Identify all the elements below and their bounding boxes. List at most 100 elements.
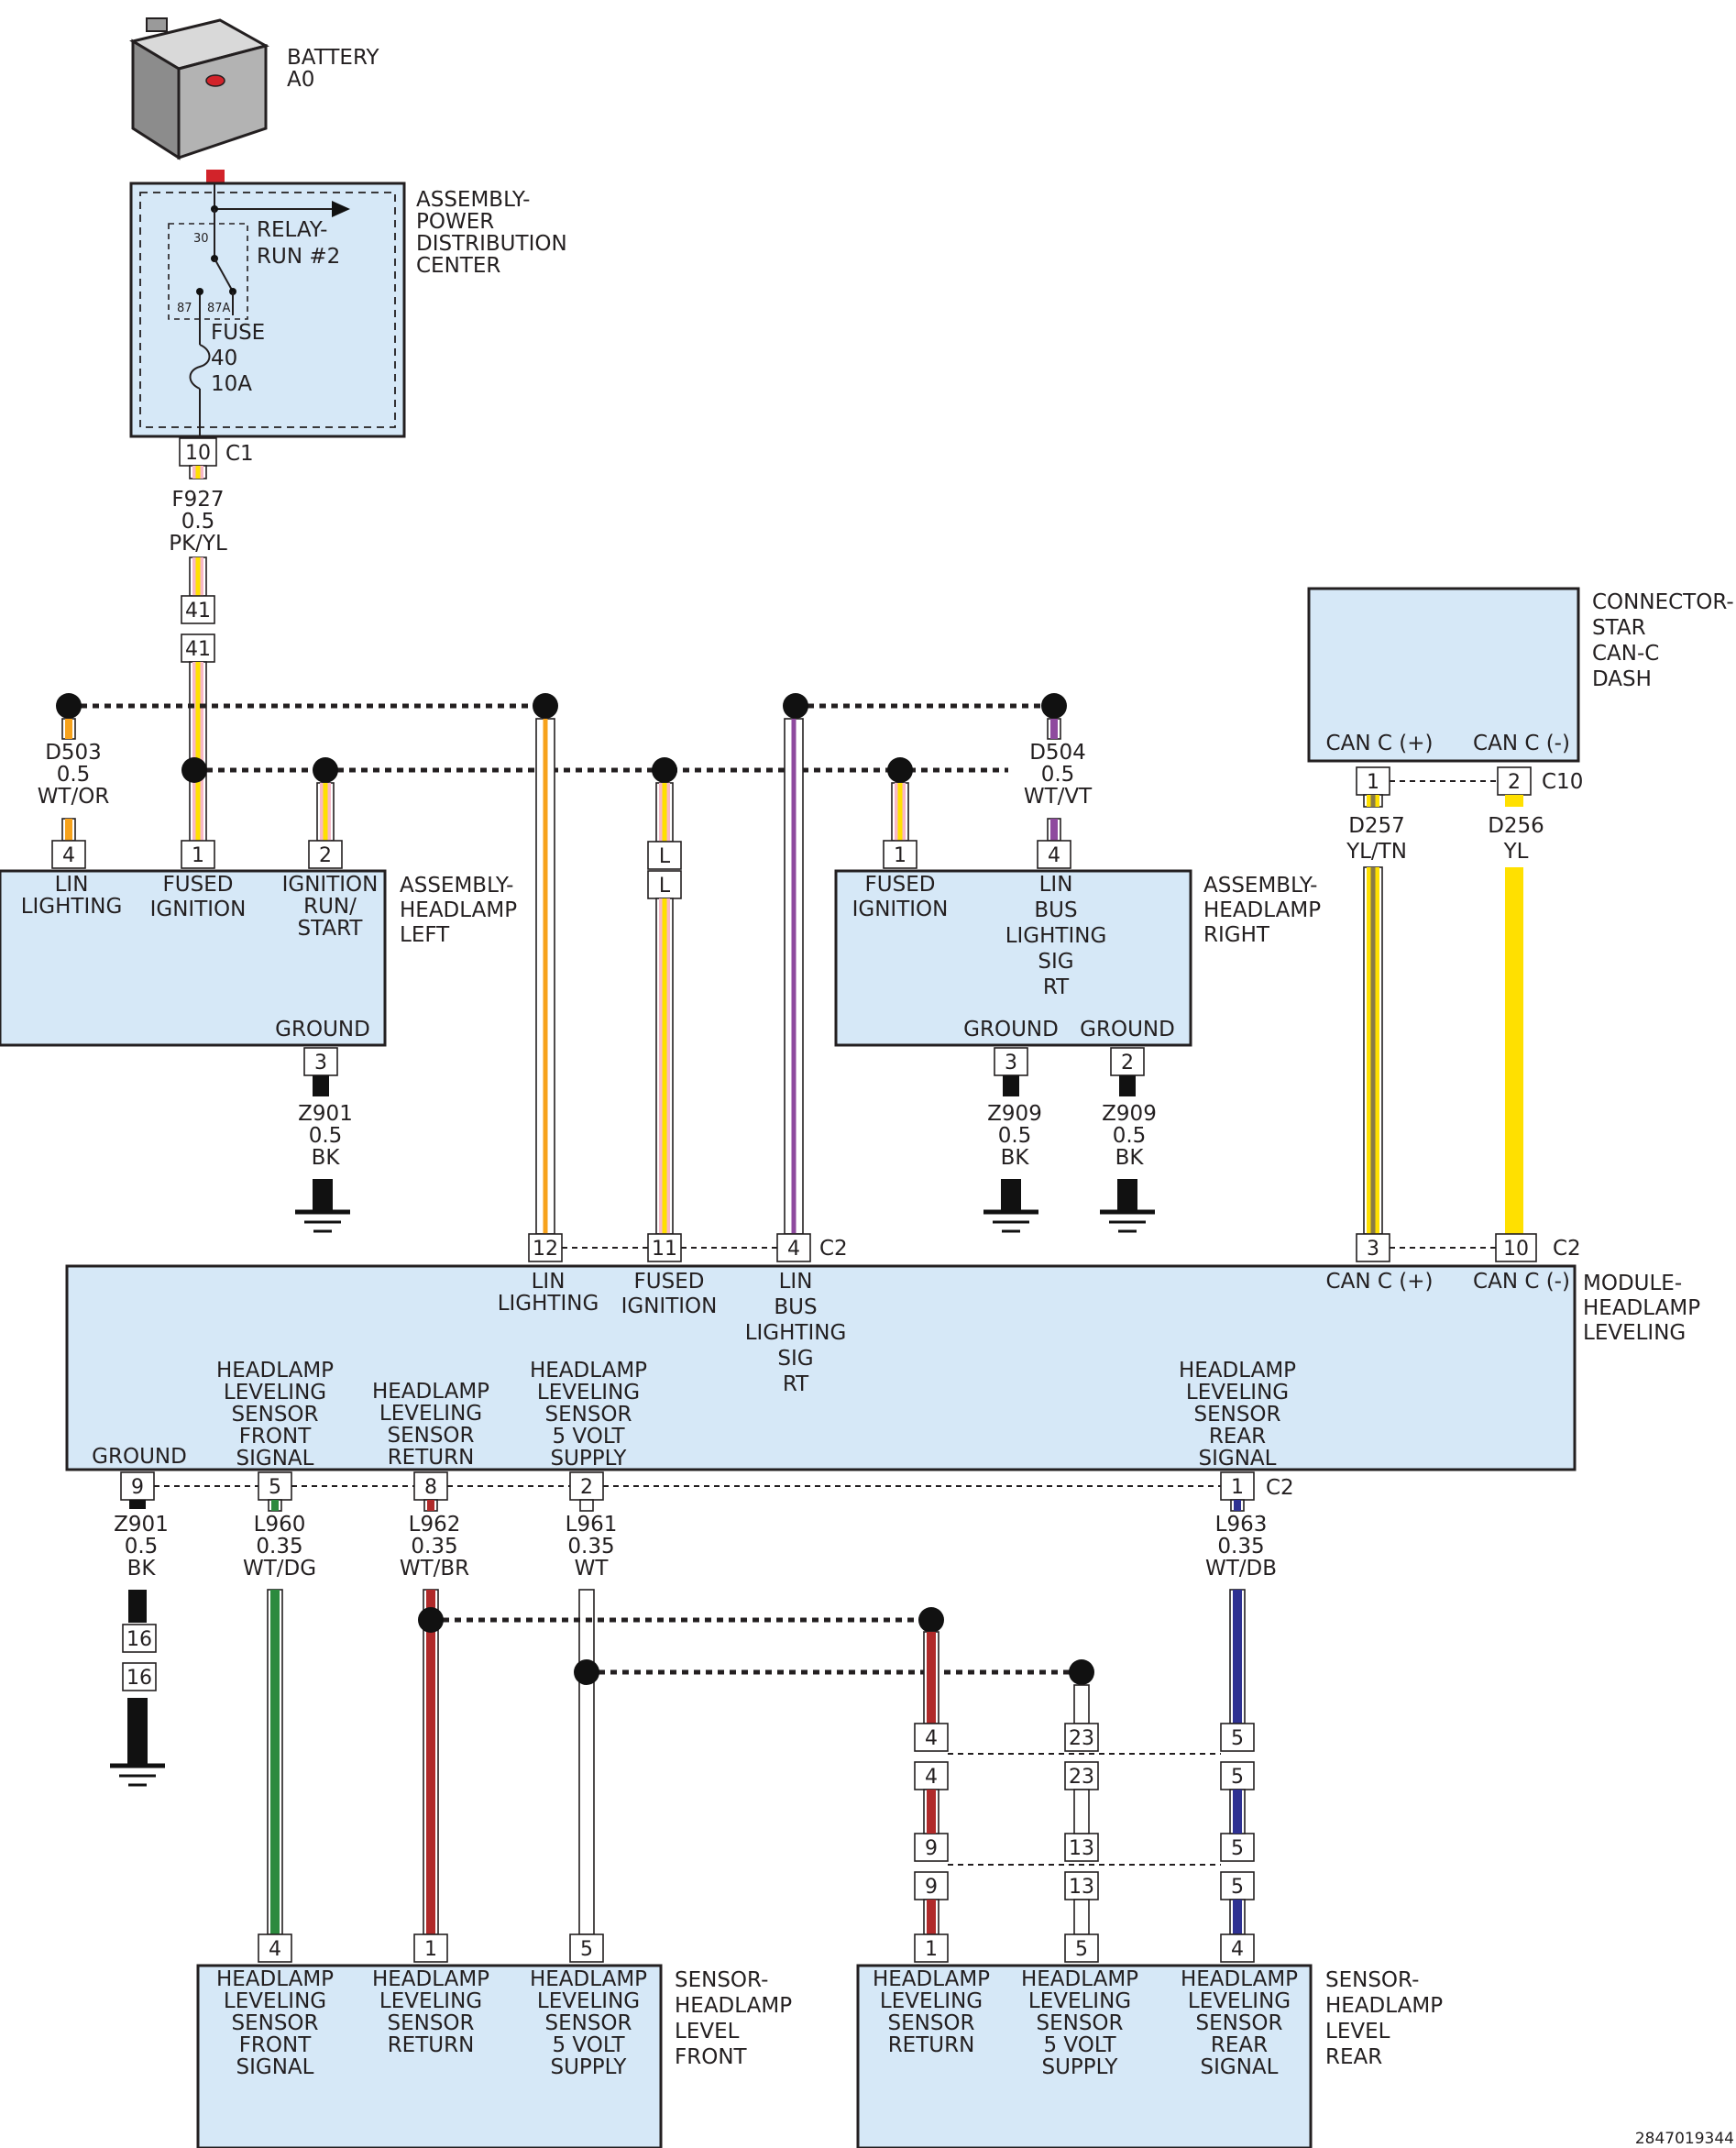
ground-module	[110, 1733, 165, 1787]
inline-16-b: 16	[126, 1667, 152, 1690]
module-pin-5: 5	[269, 1476, 281, 1499]
module-supply-label: HEADLAMP	[530, 1359, 647, 1382]
star-label: DASH	[1592, 667, 1652, 691]
star-label: STAR	[1592, 616, 1646, 640]
sf-pin-4: 4	[269, 1938, 281, 1961]
module-pin-12: 12	[533, 1238, 558, 1261]
relay-label: RELAY-	[257, 218, 327, 242]
wire-f927-label: F927	[171, 488, 224, 512]
inline-41-a: 41	[185, 600, 211, 622]
pdc-pin-box	[179, 437, 217, 467]
sf-pin-5: 5	[580, 1938, 593, 1961]
wire-l961	[578, 1589, 595, 1935]
sensor-front-label: HEADLAMP	[675, 1994, 792, 2018]
hl-right-pin-3-box	[994, 1047, 1028, 1076]
wire-z901-left-top	[313, 1075, 329, 1096]
wire-l960-label: WT/DG	[243, 1557, 316, 1581]
module-label: LEVELING	[1583, 1321, 1686, 1345]
relay-label: RUN #2	[257, 245, 340, 269]
module-top-connector: C2	[819, 1237, 848, 1261]
hl-right-pin-2-box	[1110, 1047, 1145, 1076]
star-label: CAN-C	[1592, 642, 1659, 666]
module-rear-label: HEADLAMP	[1179, 1359, 1296, 1382]
star-pin-2: 2	[1508, 771, 1521, 794]
inline-rear_a-1-box	[1064, 1723, 1099, 1752]
hl-right-lin-label: LIGHTING	[1005, 924, 1107, 948]
sr-rear-label: SENSOR	[1195, 2011, 1282, 2035]
wire-fused-right	[891, 782, 909, 842]
hl-right-ground1-label: GROUND	[963, 1018, 1059, 1041]
module-supply-label: LEVELING	[537, 1381, 640, 1404]
sr-supply-label: HEADLAMP	[1021, 1967, 1138, 1991]
module-linbus-label: BUS	[774, 1295, 817, 1319]
inline-41-b: 41	[185, 638, 211, 661]
wire-l960	[267, 1589, 283, 1935]
hl-right-pin-3: 3	[1005, 1052, 1017, 1074]
sensor-front-label: LEVEL	[675, 2020, 740, 2043]
relay-box	[168, 223, 248, 320]
inline-l-a: L	[659, 845, 671, 868]
module-label: HEADLAMP	[1583, 1296, 1700, 1320]
inline-rear_d-0: 9	[925, 1876, 938, 1899]
star-label: CONNECTOR-	[1592, 590, 1734, 614]
module-rear-label: SENSOR	[1193, 1403, 1280, 1426]
wire-l963-label: WT/DB	[1205, 1557, 1277, 1581]
module-lin-label: LIN	[532, 1270, 566, 1294]
inline-l-b: L	[659, 875, 671, 898]
wire-fused-ignition	[655, 898, 674, 1235]
wire-d503-label: WT/OR	[38, 785, 110, 809]
wire-rear-low-1	[1073, 1899, 1090, 1935]
module-linbus-label: LIGHTING	[745, 1321, 847, 1345]
headlamp-left-label: ASSEMBLY-	[400, 874, 513, 898]
wire-rear-mid-2	[1229, 1789, 1246, 1834]
sf-front-label: HEADLAMP	[216, 1967, 334, 1991]
wire-d504-label: D504	[1029, 741, 1086, 765]
sr-return-label: LEVELING	[880, 1989, 983, 2013]
relay-arm	[214, 258, 234, 292]
wire-z901-module-label: 0.5	[125, 1535, 159, 1559]
star-can-plus-label: CAN C (+)	[1326, 732, 1434, 755]
sensor-front-label: FRONT	[675, 2045, 748, 2069]
headlamp-right-label: ASSEMBLY-	[1203, 874, 1317, 898]
wire-rear-low-2	[1229, 1899, 1246, 1935]
wire-d256-label: YL	[1503, 840, 1529, 864]
relay-pin: 30	[193, 232, 209, 246]
inline-l-b-box	[647, 870, 682, 899]
fuse-symbol	[189, 344, 211, 390]
wire-z909-b-top	[1119, 1075, 1136, 1096]
wire-l963-label: 0.35	[1217, 1535, 1264, 1559]
splice-supply-right	[1069, 1659, 1094, 1685]
wire-d257-label: YL/TN	[1346, 840, 1407, 864]
sr-pin-1: 1	[925, 1938, 938, 1961]
module-front-label: SIGNAL	[236, 1447, 314, 1471]
wire-lin-bus	[784, 718, 804, 1235]
wire-d504-label: WT/VT	[1024, 785, 1093, 809]
module-fused-label: FUSED	[634, 1270, 705, 1294]
module-supply-label: SUPPLY	[551, 1447, 628, 1471]
hl-right-pin-1: 1	[894, 844, 906, 867]
inline-16-a-box	[122, 1624, 157, 1653]
wire-d503	[61, 818, 76, 842]
splice-d503-left	[56, 693, 82, 719]
hl-right-fused-label: IGNITION	[852, 898, 949, 921]
hl-left-ign-label: RUN/	[303, 895, 357, 919]
sf-supply-label: LEVELING	[537, 1989, 640, 2013]
inline-rear_b-1-box	[1064, 1761, 1099, 1790]
module-canp-label: CAN C (+)	[1326, 1270, 1434, 1294]
inline-41-b-box	[181, 633, 215, 663]
wire-l962-label: WT/BR	[400, 1557, 469, 1581]
module-pin-9-box	[120, 1471, 155, 1501]
wire-d504	[1047, 818, 1061, 842]
sr-rear-label: HEADLAMP	[1181, 1967, 1298, 1991]
module-rear-label: SIGNAL	[1199, 1447, 1277, 1471]
module-rear-label: LEVELING	[1186, 1381, 1289, 1404]
sf-pin-1: 1	[424, 1938, 437, 1961]
sr-pin-4-box	[1220, 1933, 1255, 1963]
sr-rear-label: LEVELING	[1188, 1989, 1291, 2013]
module-pin-2: 2	[580, 1476, 593, 1499]
star-box	[1307, 587, 1580, 763]
wire-z909-b-label: 0.5	[1113, 1124, 1147, 1148]
module-front-label: HEADLAMP	[216, 1359, 334, 1382]
hl-left-ign-label: IGNITION	[282, 873, 379, 897]
